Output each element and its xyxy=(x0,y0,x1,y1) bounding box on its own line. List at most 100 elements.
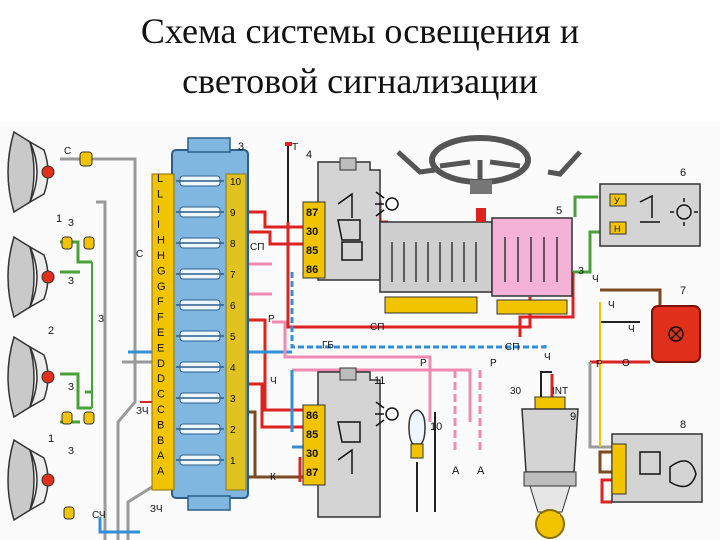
steering-wheel-icon xyxy=(396,135,582,194)
unit-6: У Н 6 З Ч xyxy=(578,167,701,285)
wire-label: А xyxy=(452,465,460,477)
fuse-number: 9 xyxy=(230,208,236,219)
unit-8: 8 xyxy=(611,419,703,503)
relay-pin: 87 xyxy=(306,467,318,479)
fuse-letter: F xyxy=(157,312,164,324)
fuse-number: 6 xyxy=(230,301,236,312)
wire-label: Р xyxy=(490,358,497,369)
wire-label: ЗЧ xyxy=(150,504,163,515)
unit-6-number: 6 xyxy=(680,167,686,179)
wire-label: СП xyxy=(250,242,264,253)
wire-label: Ч xyxy=(270,376,277,387)
wire-label: З xyxy=(68,382,74,393)
fuse-letter: F xyxy=(157,296,164,308)
relay-bottom-number: 11 xyxy=(374,375,385,387)
fuse-number: 8 xyxy=(230,239,236,250)
wire-label: С xyxy=(64,146,71,157)
headlamp-label-2: 2 xyxy=(48,325,54,337)
headlamp-label-1-top: 1 xyxy=(56,213,62,225)
indicator-7: 7 Ч О xyxy=(622,285,701,369)
fuse-letter: H xyxy=(157,235,165,247)
wire-label: Ч xyxy=(592,274,599,285)
fuse-number: 3 xyxy=(230,394,236,405)
relay-pin: 85 xyxy=(306,245,318,257)
fuse-letter: A xyxy=(157,450,165,462)
switch-number: 5 xyxy=(556,205,562,217)
ignition-number: 9 xyxy=(570,411,576,423)
wire-label: Р xyxy=(268,314,275,325)
fuse-letter: L xyxy=(157,188,163,200)
wire-label: ЗЧ xyxy=(136,406,149,417)
fuse-letter: I xyxy=(157,204,160,216)
bulb-icon xyxy=(408,409,426,459)
wire-label: Р xyxy=(420,358,427,369)
wire-label: З xyxy=(98,314,104,325)
unit-6-pin-h: Н xyxy=(614,224,621,234)
wire-labels-left: С С З З З З З ЗЧ ЗЧ СЧ xyxy=(64,146,163,521)
fuse-letter: G xyxy=(157,281,166,293)
fuse-number: 1 xyxy=(230,456,236,467)
wire-label: Р xyxy=(596,359,603,370)
unit-6-pin-y: У xyxy=(614,196,620,206)
headlamp-icon xyxy=(7,235,55,319)
wire-label: С xyxy=(136,249,143,260)
fuse-letter: L xyxy=(157,173,163,185)
relay-pin: 86 xyxy=(306,410,318,422)
wire-label: Ч xyxy=(608,300,615,311)
ignition-pin-int: INT xyxy=(552,386,568,397)
relay-pin: 87 xyxy=(306,207,318,219)
wire-labels-middle: СП СП ГБ Р Р Р Р Ч Ч К Т xyxy=(250,142,615,483)
wire-label: З xyxy=(578,266,584,277)
fuse-letter: E xyxy=(157,342,164,354)
wire-label: СП xyxy=(370,322,384,333)
fuse-letter: B xyxy=(157,419,164,431)
relay-pin: 30 xyxy=(306,226,318,238)
relay-pin: 30 xyxy=(306,448,318,460)
wire-label: ГБ xyxy=(322,340,334,351)
fuse-letter: D xyxy=(157,358,165,370)
ignition-switch: 9 30 INT Ч xyxy=(510,352,579,539)
lamp-icon xyxy=(375,191,399,217)
relay-pin: 86 xyxy=(306,264,318,276)
ignition-pin-30: 30 xyxy=(510,386,522,397)
wire-label: А xyxy=(477,465,485,477)
wire-label: Ч xyxy=(628,324,635,335)
switch-assembly: 5 СП xyxy=(379,205,573,353)
relay-top: 87 30 85 86 4 xyxy=(302,149,399,281)
lamp-icon xyxy=(375,401,399,427)
wiring-diagram: 1 2 1 С С З З З З З ЗЧ ЗЧ СЧ 3 LLIIHHGGF… xyxy=(0,122,720,540)
wire-label: Т xyxy=(292,142,298,153)
relay-top-number: 4 xyxy=(306,149,312,161)
fuse-letter: H xyxy=(157,250,165,262)
key-icon xyxy=(535,509,565,539)
indicator-number: 7 xyxy=(680,285,686,297)
fuse-number: 7 xyxy=(230,270,236,281)
fuse-letter: C xyxy=(157,404,165,416)
horn-icon xyxy=(669,460,697,488)
fuse-letter: C xyxy=(157,389,165,401)
relay-bottom-pins: 86 85 30 87 xyxy=(306,410,318,479)
lamp-10: 10 А А xyxy=(408,409,485,477)
wire-label: З xyxy=(68,218,74,229)
relay-top-pins: 87 30 85 86 xyxy=(306,207,318,276)
wire-label: СП xyxy=(505,342,519,353)
headlamp-icon xyxy=(7,438,55,522)
wire-label: З xyxy=(68,276,74,287)
fuse-number: 4 xyxy=(230,363,236,374)
relay-pin: 85 xyxy=(306,429,318,441)
light-icon xyxy=(670,198,698,226)
fuse-letter: I xyxy=(157,219,160,231)
unit-8-number: 8 xyxy=(680,419,686,431)
headlamps: 1 2 1 xyxy=(7,130,62,522)
wire-label: З xyxy=(68,446,74,457)
fuse-letter: A xyxy=(157,466,165,478)
wire-label: К xyxy=(270,472,276,483)
relay-bottom: 86 85 30 87 11 xyxy=(302,367,399,518)
wire-label: О xyxy=(622,358,630,369)
page-title-line-1: Схема системы освещения и xyxy=(140,11,580,51)
page-title-line-2: световой сигнализации xyxy=(182,61,538,101)
fuse-number: 5 xyxy=(230,332,236,343)
fuse-letter: E xyxy=(157,327,164,339)
